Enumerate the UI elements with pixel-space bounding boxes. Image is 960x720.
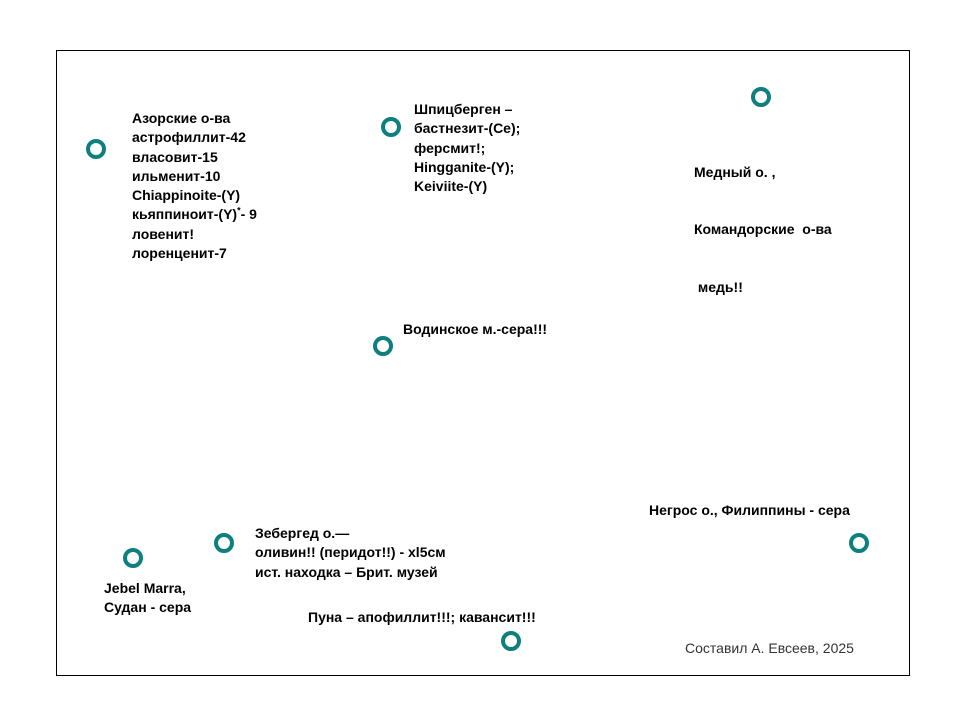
label-line: ильменит-10 — [132, 167, 221, 184]
label-line-with-superscript: кьяппиноит-(Y)*- 9 — [132, 205, 257, 224]
label-line: Медный о. , — [694, 163, 776, 180]
ring-marker-icon-vodinskoe[interactable] — [373, 336, 393, 356]
label-line: ловенит! — [132, 225, 195, 242]
label-line: Chiappinoite-(Y) — [132, 187, 241, 204]
ring-marker-icon-negros[interactable] — [849, 533, 869, 553]
label-spitsbergen: Шпицберген – бастнезит-(Ce); ферсмит!; H… — [414, 100, 520, 196]
label-line: Судан - сера — [104, 599, 192, 616]
label-line: ист. находка – Брит. музей — [255, 563, 438, 580]
label-line: бастнезит-(Ce); — [414, 120, 521, 137]
label-line: Шпицберген – — [414, 101, 513, 117]
label-line: Азорские о-ва — [132, 110, 231, 126]
superscript-mark: * — [237, 205, 241, 216]
label-negros: Негрос о., Филиппины - сера — [649, 501, 850, 520]
map-frame — [56, 50, 910, 676]
author-credit: Составил А. Евсеев, 2025 — [685, 640, 854, 656]
label-vodinskoe: Водинское м.-сера!!! — [403, 320, 547, 339]
label-puna: Пуна – апофиллит!!!; кавансит!!! — [308, 608, 536, 627]
label-line: Командорские о-ва — [694, 221, 832, 238]
label-line: ферсмит!; — [414, 139, 486, 156]
ring-marker-icon-azores[interactable] — [86, 139, 106, 159]
label-line: Hingganite-(Y); — [414, 158, 515, 175]
label-line: медь!! — [694, 279, 743, 296]
label-line: оливин!! (перидот!!) - xl5см — [255, 544, 446, 561]
label-line: Jebel Marra, — [104, 580, 186, 596]
label-line: Водинское м.-сера!!! — [403, 321, 548, 337]
label-text: - 9 — [240, 206, 257, 223]
label-line: Негрос о., Филиппины - сера — [649, 502, 850, 518]
ring-marker-icon-medny[interactable] — [751, 87, 771, 107]
ring-marker-icon-puna[interactable] — [501, 631, 521, 651]
label-azores: Азорские о-ва астрофиллит-42 власовит-15… — [132, 109, 257, 263]
label-medny: Медный о. , Командорские о-ва медь!! — [694, 124, 832, 336]
label-text: кьяппиноит-(Y) — [132, 206, 238, 223]
label-line: Keiviite-(Y) — [414, 178, 488, 195]
label-line: лоренценит-7 — [132, 245, 227, 262]
ring-marker-icon-spitsbergen[interactable] — [381, 117, 401, 137]
label-jebel-marra: Jebel Marra, Судан - сера — [104, 579, 191, 618]
label-line: Пуна – апофиллит!!!; кавансит!!! — [308, 609, 536, 625]
label-line: Зебергед о.— — [255, 525, 350, 541]
label-line: власовит-15 — [132, 148, 218, 165]
ring-marker-icon-zabargad[interactable] — [214, 533, 234, 553]
label-zabargad: Зебергед о.— оливин!! (перидот!!) - xl5с… — [255, 524, 446, 582]
ring-marker-icon-jebel-marra[interactable] — [123, 548, 143, 568]
label-line: астрофиллит-42 — [132, 129, 246, 146]
